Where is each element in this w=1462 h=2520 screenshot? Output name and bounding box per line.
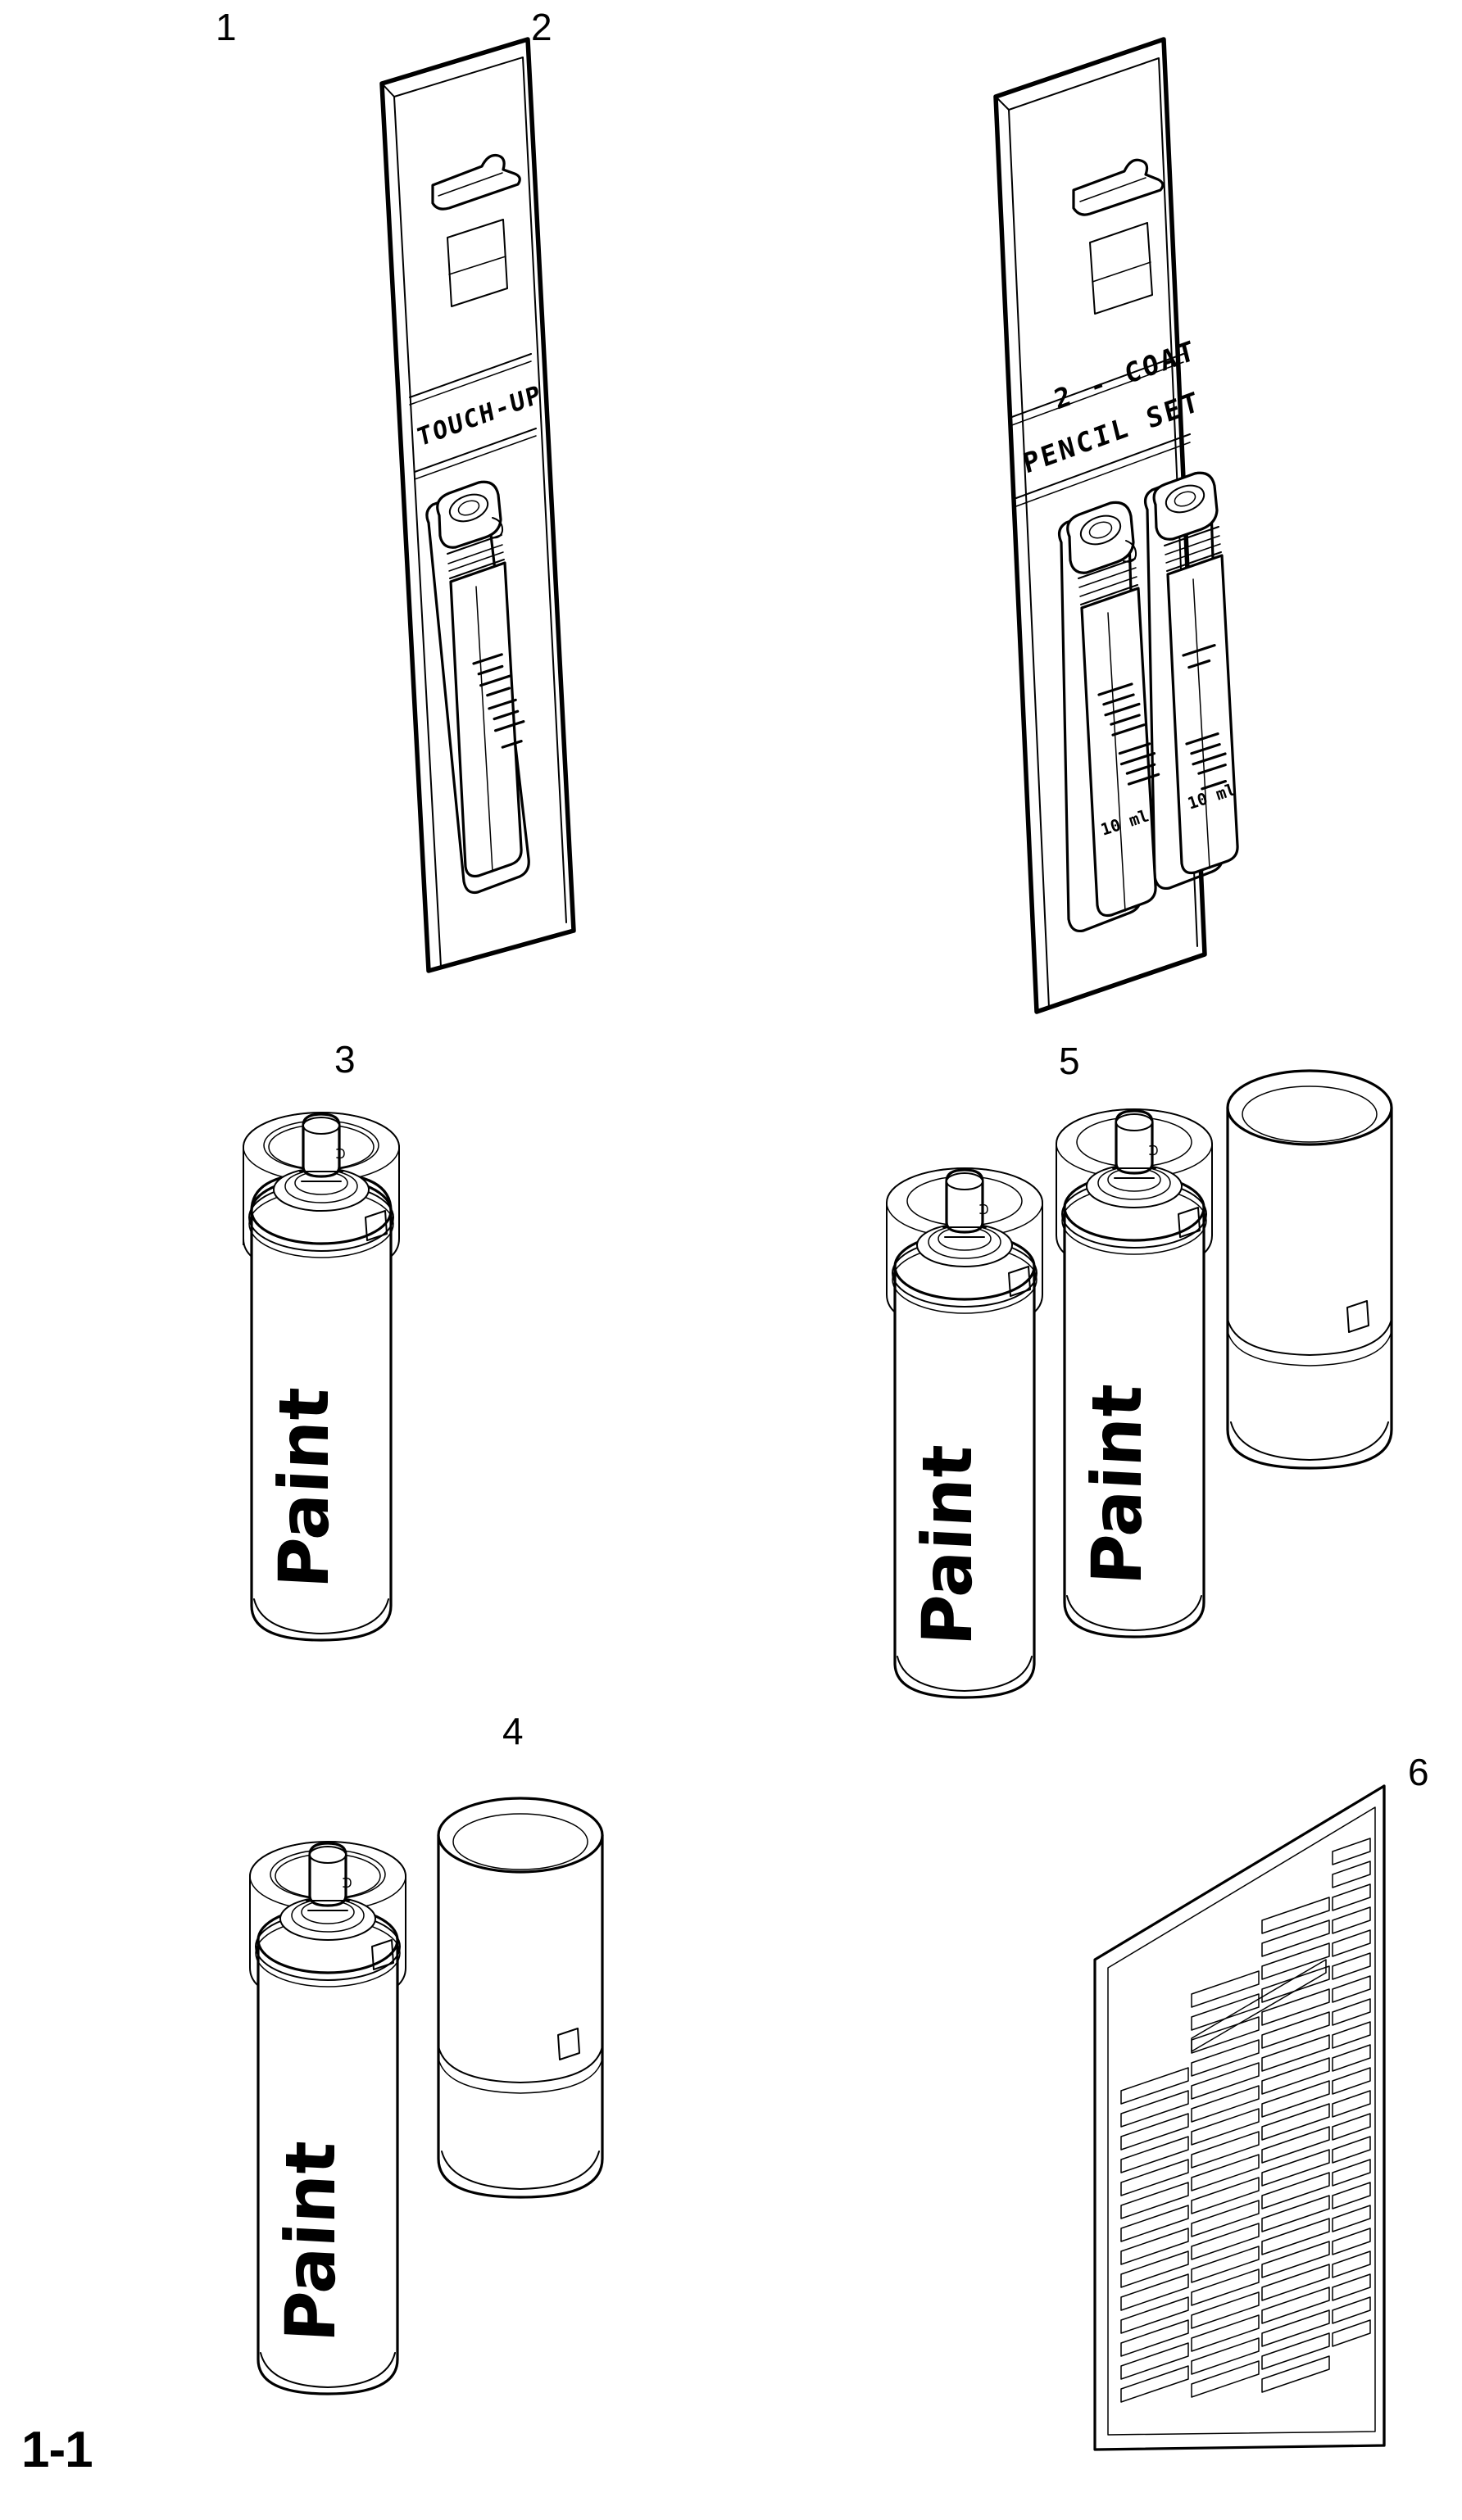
item-4-separate-cap (437, 1797, 604, 2199)
item-3-paint-label: Paint (264, 1385, 344, 1590)
item-5-can-middle: Paint (1056, 1108, 1213, 1638)
item-2-paint-pencil-right: 10 ml (1152, 471, 1239, 875)
item-6-louver-column-2 (1191, 1959, 1327, 2398)
figure-number: 1-1 (21, 2422, 93, 2478)
callout-number-5: 5 (1059, 1040, 1080, 1082)
item-6-louver-column-4-upper (1332, 1838, 1371, 1934)
item-1-pencil-blister (425, 488, 530, 895)
svg-text:Paint: Paint (264, 1385, 344, 1590)
item-5-separate-cap (1226, 1069, 1393, 1470)
item-5-spray-can-set: Paint (886, 1069, 1393, 1699)
callout-number-2: 2 (531, 6, 552, 48)
item-1-blister-pack: TOUCH-UP (379, 37, 576, 973)
item-4-can-front: Paint (249, 1841, 406, 2395)
item-2-blister-pack: 2 - COAT PENCIL SET (993, 37, 1239, 1014)
item-4-paint-label: Paint (270, 2139, 351, 2344)
item-6-louver-column-1 (1120, 2067, 1189, 2403)
item-6-louver-column-4 (1332, 1929, 1371, 2347)
item-5-paint-label-middle: Paint (1077, 1382, 1157, 1587)
item-6-louver-column-3-upper (1261, 1897, 1330, 1980)
item-6-louver-column-3 (1261, 1965, 1330, 2393)
item-5-paint-label-left: Paint (907, 1443, 988, 1648)
item-2-hang-hole (1072, 158, 1165, 216)
item-2-paint-pencil-left: 10 ml (1066, 501, 1160, 918)
item-1-hang-hole (431, 153, 521, 211)
item-2-card-window (1089, 222, 1153, 315)
item-5-can-left: Paint (886, 1167, 1043, 1699)
item-3-spray-can: Paint (243, 1112, 400, 1642)
item-6-louver-columns (1120, 1838, 1371, 2403)
item-3-nozzle (299, 1113, 345, 1182)
item-1-pencil-label (472, 653, 525, 749)
item-1-paint-pencil (436, 480, 525, 878)
callout-number-3: 3 (334, 1038, 356, 1081)
item-3-valve-seat (273, 1167, 370, 1212)
callout-number-1: 1 (216, 6, 237, 48)
item-6-louvered-panel (1093, 1784, 1386, 2451)
item-4-spray-can-set: Paint (249, 1797, 604, 2395)
callout-number-6: 6 (1408, 1751, 1429, 1793)
item-6-louver-column-2-upper (1191, 1970, 1260, 2031)
item-1-card-window (447, 219, 508, 307)
callout-number-4: 4 (502, 1710, 524, 1752)
